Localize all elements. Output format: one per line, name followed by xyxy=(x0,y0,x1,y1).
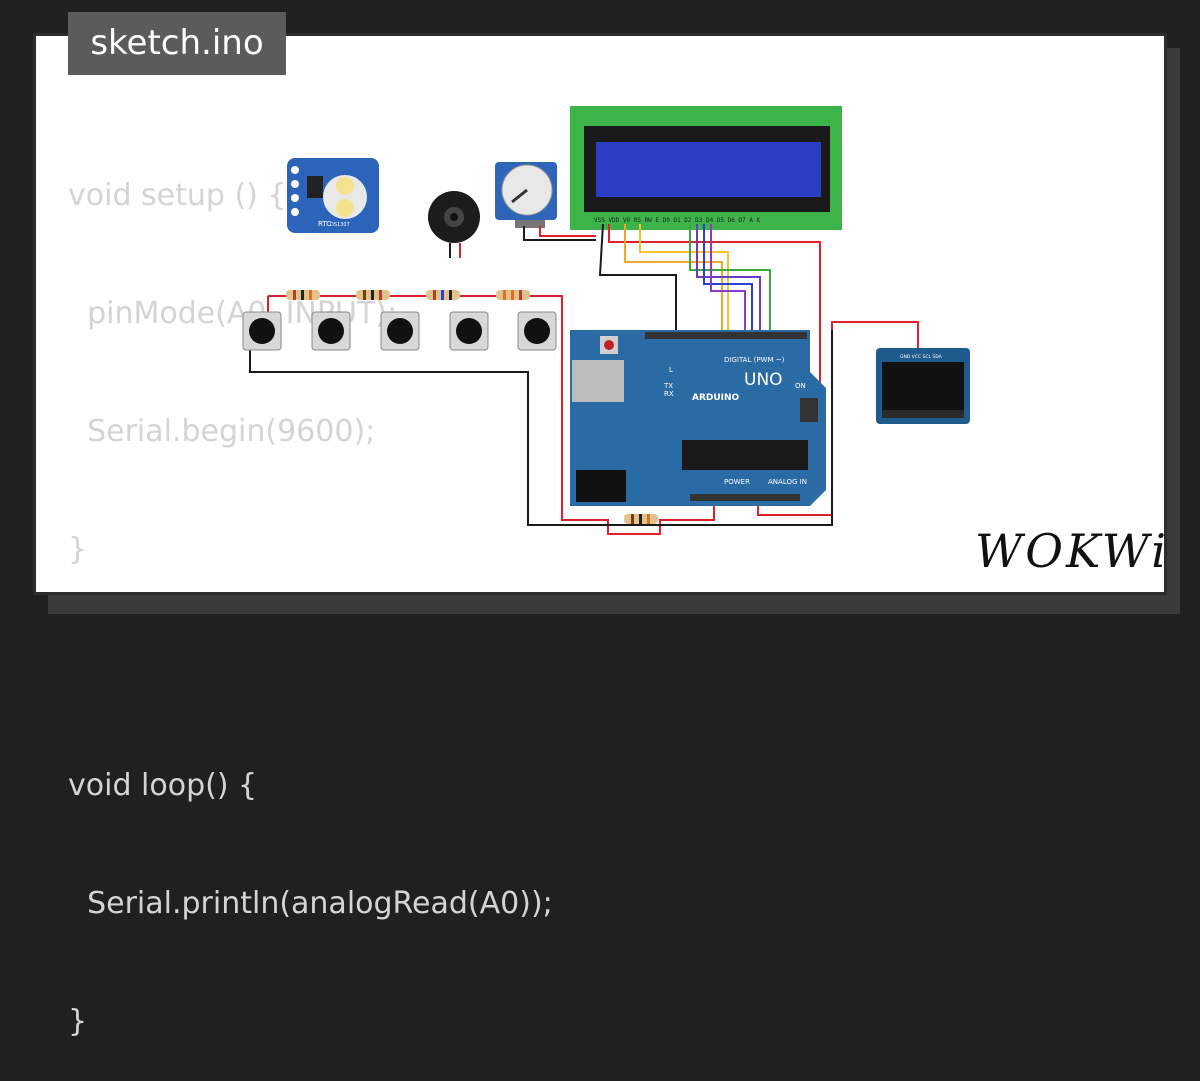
rtc-module[interactable]: RTC DS1307 xyxy=(287,158,379,233)
push-button-2[interactable] xyxy=(311,311,351,351)
code-line: Serial.begin(9600); xyxy=(68,414,376,449)
code-line: void loop() { xyxy=(68,768,258,803)
oled-display[interactable]: GND VCC SCL SDA xyxy=(876,348,970,424)
rtc-part: DS1307 xyxy=(330,222,350,228)
analog-header-label: ANALOG IN xyxy=(768,478,807,486)
oled-pin-labels: GND VCC SCL SDA xyxy=(900,354,943,360)
resistor-3 xyxy=(426,290,460,300)
resistor-5 xyxy=(624,514,658,524)
potentiometer[interactable] xyxy=(495,162,557,228)
lcd-wires xyxy=(523,223,821,491)
board-model-label: UNO xyxy=(744,370,783,390)
rtc-label: RTC xyxy=(318,220,331,228)
code-line: void setup () { xyxy=(68,178,287,213)
push-button-5[interactable] xyxy=(517,311,557,351)
buzzer[interactable] xyxy=(428,191,480,258)
resistor-4 xyxy=(496,290,530,300)
arduino-uno-board[interactable]: DIGITAL (PWM ~) UNO ARDUINO POWER ANALOG… xyxy=(570,330,826,506)
digital-header-label: DIGITAL (PWM ~) xyxy=(724,356,785,364)
led-l-label: L xyxy=(669,366,673,374)
power-header-label: POWER xyxy=(724,478,750,486)
button-ladder xyxy=(249,295,919,535)
led-tx-label: TX xyxy=(663,382,673,390)
resistor-1 xyxy=(286,290,320,300)
file-name-tab[interactable]: sketch.ino xyxy=(68,12,286,75)
circuit-diagram: RTC DS1307 VSS VDD V0 RS RW E D0 D1 D2 D… xyxy=(242,106,970,535)
led-on-label: ON xyxy=(795,382,806,390)
code-line: Serial.println(analogRead(A0)); xyxy=(68,886,553,921)
led-rx-label: RX xyxy=(664,390,674,398)
lcd-display[interactable]: VSS VDD V0 RS RW E D0 D1 D2 D3 D4 D5 D6 … xyxy=(570,106,842,230)
code-line: } xyxy=(68,1004,88,1039)
code-line xyxy=(68,644,553,692)
resistor-2 xyxy=(356,290,390,300)
code-line: } xyxy=(68,532,88,567)
push-button-1[interactable] xyxy=(242,311,282,351)
push-button-4[interactable] xyxy=(449,311,489,351)
push-button-3[interactable] xyxy=(380,311,420,351)
lcd-pin-labels: VSS VDD V0 RS RW E D0 D1 D2 D3 D4 D5 D6 … xyxy=(594,217,761,224)
wokwi-logo: WOKWi xyxy=(975,524,1169,578)
board-brand-label: ARDUINO xyxy=(692,393,740,403)
